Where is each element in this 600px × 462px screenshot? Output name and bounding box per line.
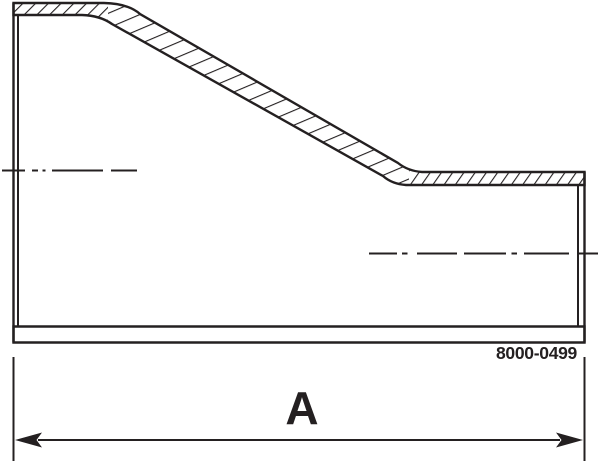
dimension-a: A [12, 357, 586, 461]
part-number-label: 8000-0499 [496, 343, 578, 363]
bottom-wall-section [12, 325, 586, 344]
right-end-face [577, 172, 586, 343]
left-end-face [12, 3, 19, 343]
arrowhead-right-icon [556, 432, 583, 448]
top-wall-outline [12, 1, 586, 187]
arrowhead-left-icon [15, 432, 42, 448]
dimension-label: A [285, 382, 318, 434]
cone-wall-hatch [108, 3, 409, 185]
